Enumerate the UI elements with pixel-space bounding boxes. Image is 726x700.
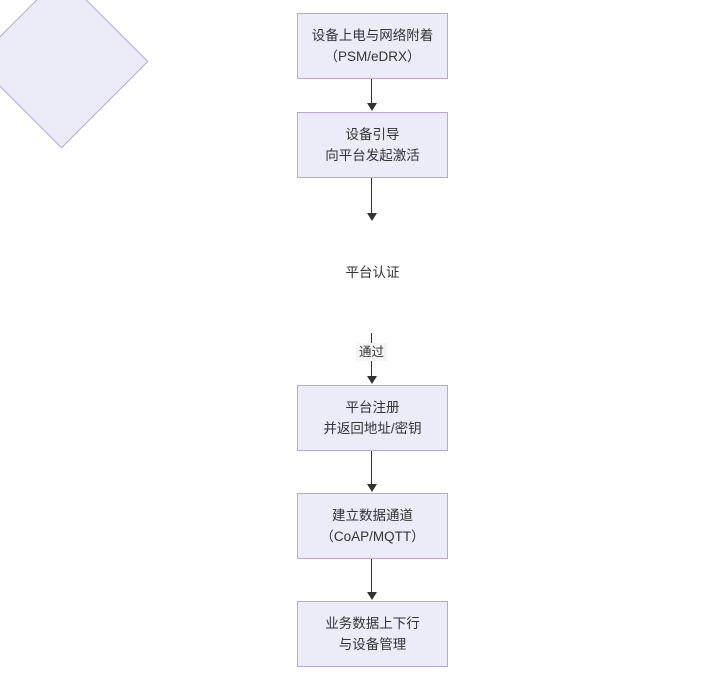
flow-node-line: 向平台发起激活 <box>325 148 420 163</box>
flow-node-line: 并返回地址/密钥 <box>323 421 422 436</box>
arrow-head-icon <box>367 376 377 384</box>
flow-node-line: 设备上电与网络附着 <box>311 28 434 43</box>
arrow-head-icon <box>367 484 377 492</box>
flow-connector-5-6 <box>371 559 372 593</box>
flow-node-line: （CoAP/MQTT） <box>320 529 425 544</box>
flow-node-line: （PSM/eDRX） <box>324 49 421 64</box>
flow-edge-label-pass: 通过 <box>356 343 388 361</box>
flow-node-platform-auth-decision[interactable] <box>0 0 149 149</box>
arrow-head-icon <box>367 592 377 600</box>
flow-node-line: 平台注册 <box>345 400 400 415</box>
arrow-head-icon <box>367 213 377 221</box>
flow-node-data-channel[interactable]: 建立数据通道 （CoAP/MQTT） <box>297 493 448 559</box>
flow-node-platform-register[interactable]: 平台注册 并返回地址/密钥 <box>297 385 448 451</box>
flow-connector-2-3 <box>371 178 372 214</box>
flow-node-platform-auth-label: 平台认证 <box>345 265 400 280</box>
arrow-head-icon <box>367 103 377 111</box>
flow-connector-1-2 <box>371 79 372 104</box>
flow-node-device-bootstrap[interactable]: 设备引导 向平台发起激活 <box>297 112 448 178</box>
flow-node-line: 业务数据上下行 <box>325 616 420 631</box>
flow-node-device-power-on[interactable]: 设备上电与网络附着 （PSM/eDRX） <box>297 13 448 79</box>
flow-connector-4-5 <box>371 451 372 485</box>
flow-node-line: 建立数据通道 <box>332 508 413 523</box>
flow-node-business-data[interactable]: 业务数据上下行 与设备管理 <box>297 601 448 667</box>
flow-node-line: 与设备管理 <box>338 637 407 652</box>
flow-node-line: 设备引导 <box>345 127 400 142</box>
